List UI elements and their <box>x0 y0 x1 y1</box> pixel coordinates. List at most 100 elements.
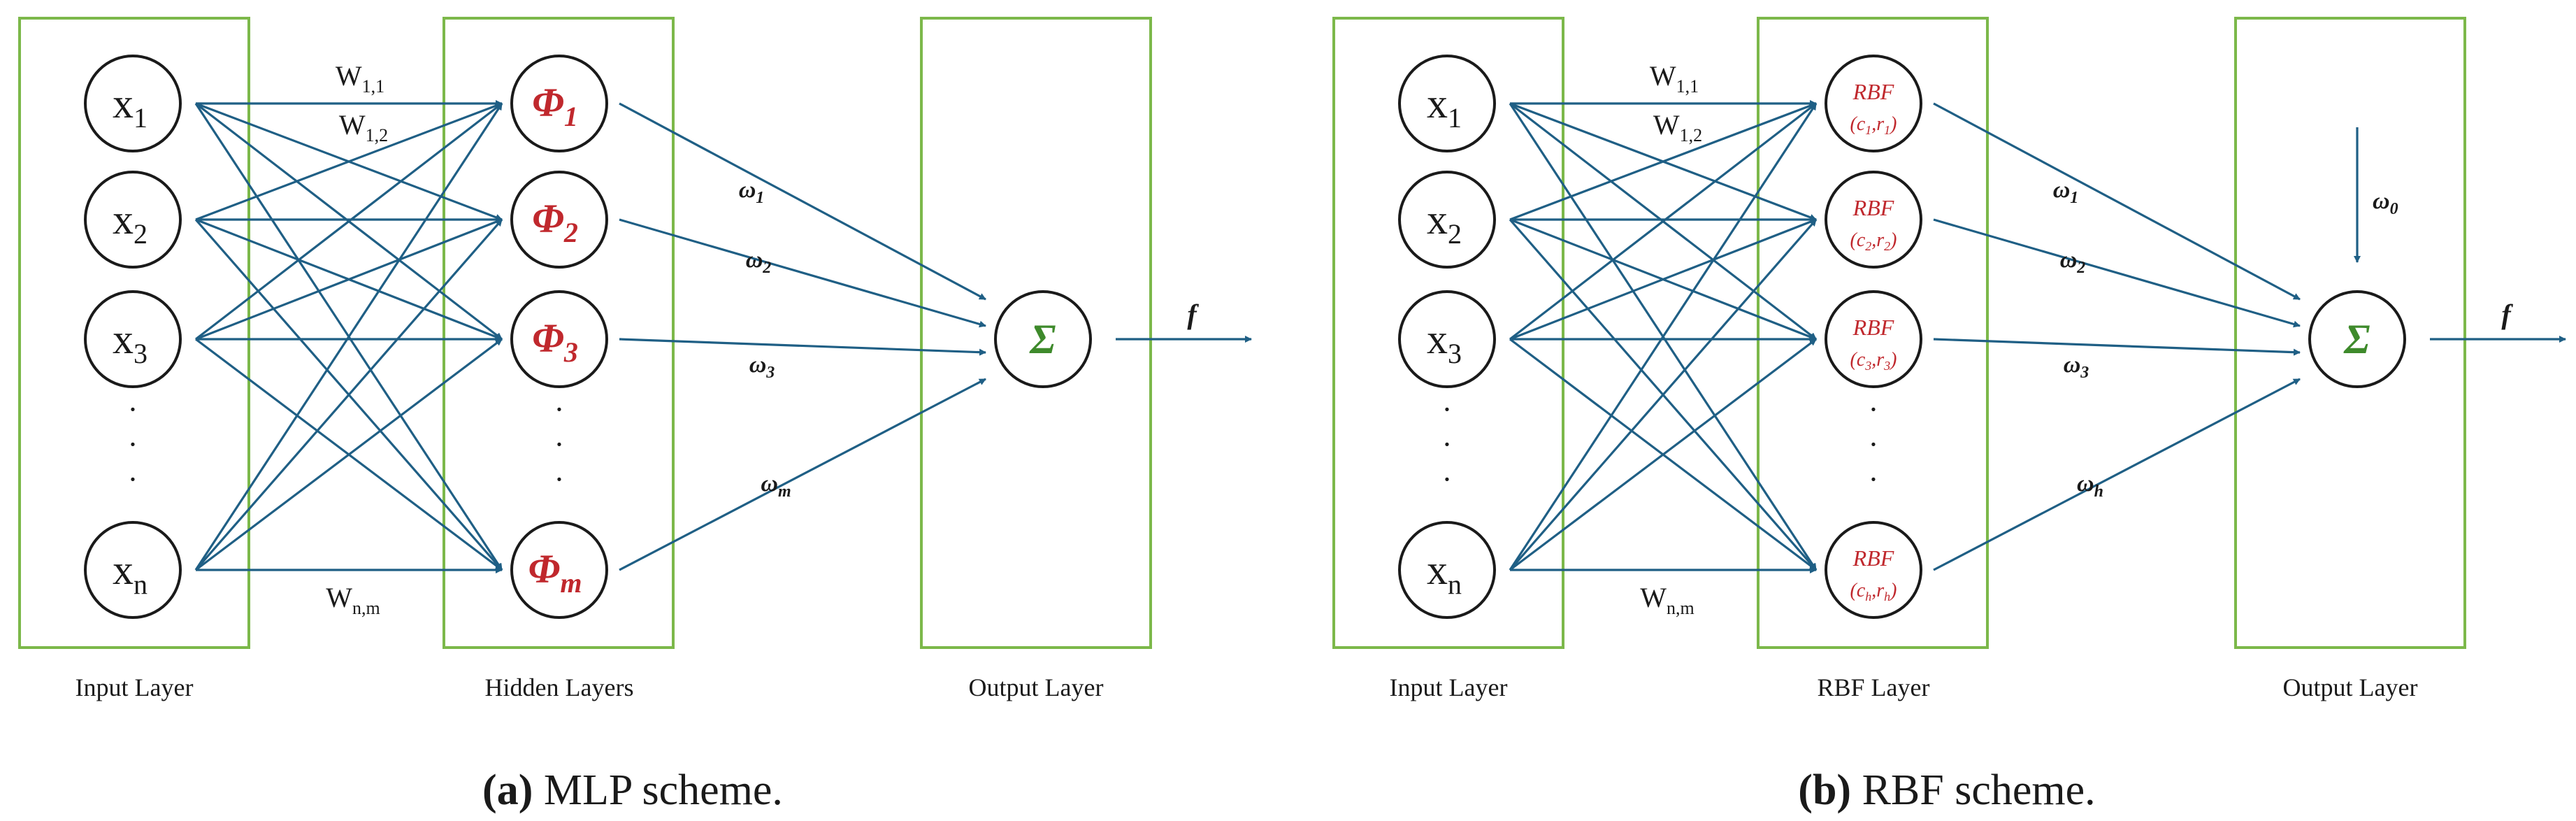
rbf-center-radius: (ch,rh) <box>1850 580 1897 604</box>
input-label: xn <box>1427 547 1462 600</box>
output-label: f <box>1187 299 1199 330</box>
rbf-node <box>1825 521 1922 619</box>
input-node <box>1398 171 1496 269</box>
rbf-label: RBF <box>1852 195 1894 220</box>
ellipsis-dot: · <box>128 392 138 427</box>
ellipsis-dot: · <box>1869 427 1879 462</box>
weight-label-w12: W1,2 <box>339 109 388 145</box>
weight-edge <box>1509 102 1817 221</box>
rbf-node <box>1825 171 1922 269</box>
hidden-to-sum-edge <box>619 218 986 328</box>
rbf-panel: ω0 x1 x2 x3 xn RBF (c1,r1) RBF (c2,r2) RBF (c3,r3)… <box>1332 17 2566 814</box>
sigma-symbol: Σ <box>2343 316 2370 362</box>
ellipsis-dot: · <box>128 462 138 497</box>
input-label: xn <box>113 547 147 600</box>
ellipsis-dot: · <box>1442 392 1453 427</box>
phi-label: Φ1 <box>532 80 578 132</box>
rbf-label: RBF <box>1852 545 1894 571</box>
layer-name-input: Input Layer <box>1390 673 1508 701</box>
omega-label: ω1 <box>2053 177 2079 207</box>
hidden-to-sum-edge <box>619 378 986 571</box>
rbf-center-radius: (c2,r2) <box>1850 229 1897 253</box>
input-label: x1 <box>1427 80 1462 134</box>
input-node <box>84 521 182 619</box>
input-node <box>84 55 182 152</box>
hidden-layer-box <box>1757 17 1989 649</box>
omega-label: ω3 <box>749 352 775 382</box>
layer-name-hidden: RBF Layer <box>1818 673 1930 701</box>
weight-edge <box>1509 218 1818 571</box>
weight-label-wnm: Wn,m <box>1640 582 1694 618</box>
ellipsis-dot: · <box>1442 427 1453 462</box>
weight-edge <box>195 102 503 221</box>
layer-name-hidden: Hidden Layers <box>485 673 634 701</box>
rbf-label: RBF <box>1852 79 1894 104</box>
hidden-to-sum-edge <box>1933 378 2301 571</box>
input-label: x3 <box>113 316 147 369</box>
hidden-to-sum-edge <box>1933 338 2301 356</box>
output-layer-box <box>2234 17 2466 649</box>
omega-label: ω3 <box>2064 352 2089 382</box>
omega-label: ω2 <box>746 247 772 277</box>
bias-label: ω0 <box>2373 188 2398 218</box>
layer-name-output: Output Layer <box>969 673 1104 701</box>
weight-edge <box>194 103 503 571</box>
hidden-node <box>510 55 608 152</box>
input-label: x2 <box>1427 197 1462 250</box>
rbf-node <box>1825 55 1922 152</box>
input-label: x3 <box>1427 316 1462 369</box>
figure-caption: (a) MLP scheme. <box>482 766 783 814</box>
layer-name-output: Output Layer <box>2283 673 2418 701</box>
weight-edge <box>1509 338 1817 571</box>
omega-label: ωh <box>2077 471 2103 501</box>
rbf-center-radius: (c3,r3) <box>1850 349 1897 373</box>
weight-edge <box>1509 102 1817 341</box>
hidden-to-sum-edge <box>619 102 986 301</box>
hidden-node <box>510 290 608 388</box>
hidden-to-sum-edge <box>1933 102 2301 301</box>
sum-node <box>2308 290 2406 388</box>
input-node <box>1398 290 1496 388</box>
input-label: x1 <box>113 80 147 134</box>
weight-edge <box>1509 218 1817 341</box>
figure-caption: (b) RBF scheme. <box>1798 766 2095 814</box>
omega-label: ωm <box>761 471 791 501</box>
input-node <box>1398 521 1496 619</box>
ellipsis-dot: · <box>128 427 138 462</box>
ellipsis-dot: · <box>554 392 565 427</box>
hidden-node <box>510 521 608 619</box>
rbf-center-radius: (c1,r1) <box>1850 113 1897 137</box>
omega-label: ω1 <box>739 177 765 207</box>
ellipsis-dot: · <box>1442 462 1453 497</box>
weight-label-w12: W1,2 <box>1653 109 1702 145</box>
weight-label-w11: W1,1 <box>336 60 384 97</box>
input-label: x2 <box>113 197 147 250</box>
hidden-to-sum-edge <box>619 338 986 356</box>
input-layer-box <box>1332 17 1564 649</box>
sum-node <box>994 290 1092 388</box>
ellipsis-dot: · <box>554 427 565 462</box>
input-node <box>1398 55 1496 152</box>
ellipsis-dot: · <box>554 462 565 497</box>
weight-label-w11: W1,1 <box>1650 60 1699 97</box>
input-node <box>84 171 182 269</box>
ellipsis-dot: · <box>1869 462 1879 497</box>
rbf-node <box>1825 290 1922 388</box>
weight-edge <box>195 338 503 571</box>
weight-edge <box>1509 103 1818 571</box>
weight-edge <box>195 218 503 341</box>
hidden-to-sum-edge <box>1933 218 2301 328</box>
omega-label: ω2 <box>2060 247 2086 277</box>
mlp-panel: x1x2x3xnΦ1Φ2Φ3Φm······ΣfW1,1W1,2Wn,mω1ω2… <box>18 17 1252 814</box>
input-layer-box <box>18 17 250 649</box>
input-node <box>84 290 182 388</box>
hidden-node <box>510 171 608 269</box>
weight-label-wnm: Wn,m <box>326 582 380 618</box>
hidden-layer-box <box>442 17 675 649</box>
sigma-symbol: Σ <box>1029 316 1056 362</box>
phi-label: Φm <box>528 546 582 599</box>
phi-label: Φ3 <box>532 315 578 368</box>
output-layer-box <box>920 17 1152 649</box>
phi-label: Φ2 <box>532 196 578 248</box>
